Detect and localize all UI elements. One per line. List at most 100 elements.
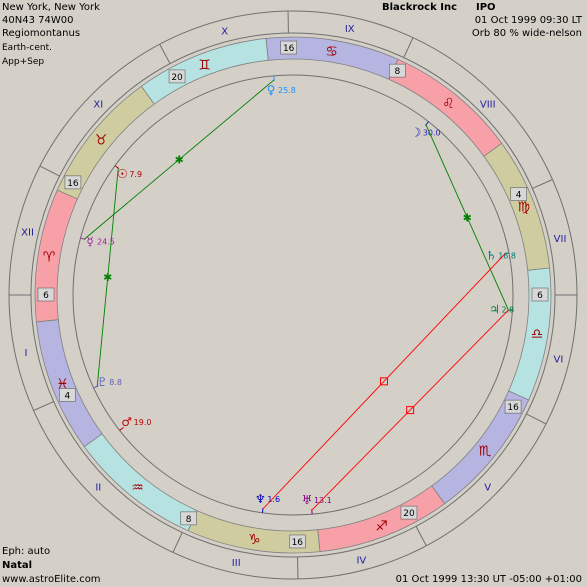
local-datetime: 01 Oct 1999 09:30 LT [474,15,582,26]
house-cusp-label: 8 [395,67,401,77]
coordinates-label: 40N43 74W00 [2,15,74,26]
house-cusp-box [37,287,55,302]
ephemeris-label: Eph: auto [2,546,51,557]
planet-glyph-jupiter: ♃ [489,302,500,316]
sign-glyph-cancer: ♋ [325,44,338,60]
house-cusp-box [504,399,522,414]
house-cusp-box [389,63,406,78]
house-cusp-label: 16 [283,44,295,54]
planet-glyph-venus: ♀ [267,83,276,97]
house-cusp-line [415,526,427,546]
aspect-line-uranus-jupiter [311,309,509,511]
house-cusp-line [172,532,183,553]
sign-glyph-gemini: ♊ [198,57,211,73]
sign-segment-capricorn [187,510,321,554]
sign-glyph-leo: ♌ [442,96,455,112]
aspect-symbol-sextile: ✱ [463,211,472,224]
house-cusp-line [159,44,171,64]
inner-circle [72,74,514,516]
sign-glyph-virgo: ♍ [517,199,530,215]
house-cusp-label: 6 [43,291,49,301]
sign-glyph-aquarius: ♒ [131,480,144,496]
sign-segment-cancer [265,36,399,80]
sign-segment-gemini [140,37,269,105]
house-label-vii: VII [554,234,567,245]
ut-datetime: 01 Oct 1999 13:30 UT -05:00 +01:00 [395,574,582,585]
house-cusp-label: 20 [171,73,183,83]
chart-type-label: Natal [2,560,33,571]
house-cusp-box [64,175,82,190]
house-label-iii: III [232,558,241,569]
planet-degree-neptune: 1.6 [267,495,280,504]
house-cusp-label: 20 [403,509,415,519]
house-label-x: X [221,27,228,38]
sign-segment-taurus [56,85,155,200]
planet-glyph-moon: ☽ [410,126,421,140]
aspect-line-venus-mercury [84,79,275,240]
planet-glyph-sun: ☉ [117,167,128,181]
location-label: New York, New York [2,2,100,13]
sign-glyph-capricorn: ♑ [248,532,261,548]
planet-degree-pluto: 8.8 [109,378,122,387]
planet-degree-saturn: 16.8 [498,252,516,261]
house-cusp-box [289,534,306,549]
house-label-v: V [484,482,491,493]
planet-degree-mercury: 24.5 [97,238,115,247]
house-cusp-box [510,187,527,201]
house-cusp-box [59,388,76,402]
aspect-symbol-sextile: ✱ [103,271,112,284]
aspect-line-neptune-saturn [262,253,506,510]
planet-tick-mars [119,426,124,431]
aspect-symbol-square [406,406,415,415]
sign-segment-scorpio [431,390,530,505]
house-cusp-label: 16 [67,179,79,189]
house-cusp-box [180,511,197,526]
house-cusp-label: 4 [516,191,522,201]
planet-degree-mars: 19.0 [134,418,152,427]
sign-glyph-taurus: ♉ [95,133,108,149]
aspect-symbol-square [379,377,388,386]
planet-glyph-mars: ♂ [121,415,132,429]
company-name: Blackrock Inc [382,2,458,13]
house-label-i: I [24,348,27,359]
house-cusp-box [400,505,418,520]
house-label-vi: VI [554,355,564,366]
house-cusp-line [403,37,414,58]
house-cusp-line [532,179,553,189]
planet-degree-venus: 25.8 [278,86,296,95]
house-cusp-line [526,413,547,425]
sign-glyph-scorpio: ♏ [479,443,492,459]
house-cusp-line [39,165,60,177]
sign-segment-pisces [35,319,103,448]
aspect-line-moon-jupiter [425,124,509,311]
sign-glyph-aries: ♈ [43,249,56,265]
sign-segment-sagittarius [317,485,446,553]
planet-degree-moon: 30.0 [423,129,441,138]
planet-degree-uranus: 13.1 [314,496,332,505]
house-cusp-line [33,401,54,411]
outer-ring [8,10,578,580]
planet-degree-jupiter: 2.8 [501,305,514,314]
house-cusp-label: 8 [186,515,192,525]
house-label-iv: IV [356,555,366,566]
sign-segment-virgo [483,142,551,271]
house-cusp-label: 16 [507,403,519,413]
house-label-ix: IX [345,24,355,35]
sign-segment-aries [34,189,78,323]
planet-glyph-mercury: ☿ [86,235,93,249]
house-ring [30,32,556,558]
aspect-line-sun-pluto [96,167,119,387]
house-cusp-box [168,69,186,84]
house-cusp-box [280,40,297,55]
house-label-ii: II [95,482,101,493]
event-name: IPO [476,2,496,13]
house-cusp-box [531,287,549,302]
house-label-xi: XI [93,100,103,111]
centric-label: Earth-cent. [2,43,52,53]
house-label-xii: XII [21,227,34,238]
house-label-viii: VIII [480,100,496,111]
house-system-label: Regiomontanus [2,28,81,39]
orb-label: Orb 80 % wide-nelson [471,28,582,39]
website-link[interactable]: www.astroElite.com [2,574,101,585]
